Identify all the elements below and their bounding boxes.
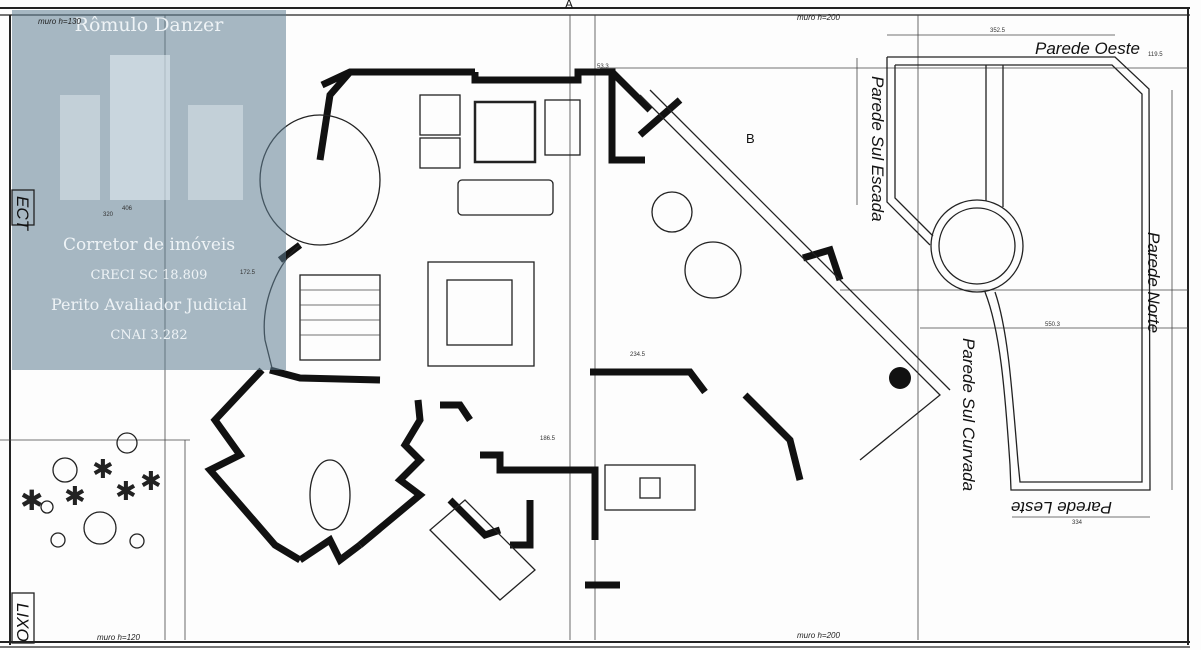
pool-label-oeste: Parede Oeste bbox=[1035, 39, 1140, 58]
section-marker-b: B bbox=[746, 131, 755, 146]
house-outlines bbox=[259, 89, 951, 601]
house-walls bbox=[204, 68, 844, 589]
dim-pool-top: 352.5 bbox=[990, 28, 1006, 34]
label-wall-top: muro h=200 bbox=[797, 13, 840, 22]
watermark-creci: CRECI SC 18.809 bbox=[90, 268, 208, 283]
building-logo bbox=[48, 50, 248, 200]
tree-icon bbox=[889, 367, 911, 389]
svg-text:✱: ✱ bbox=[115, 476, 137, 506]
watermark-cnai: CNAI 3.282 bbox=[110, 328, 188, 343]
dim-pool-bottom: 334 bbox=[1072, 520, 1083, 526]
watermark-name: Rômulo Danzer bbox=[74, 14, 224, 36]
site-boundary bbox=[0, 7, 1190, 648]
dim-pool-mid: 550.3 bbox=[1045, 322, 1061, 328]
dim-kitchen: 234.5 bbox=[630, 352, 646, 358]
label-wall-bottom-left: muro h=120 bbox=[97, 633, 140, 642]
label-lixo: LIXO bbox=[13, 603, 32, 642]
watermark-overlay: Rômulo Danzer Corretor de imóveis CRECI … bbox=[12, 10, 286, 370]
label-wall-bottom-right: muro h=200 bbox=[797, 631, 840, 640]
pool-label-sul-curvada: Parede Sul Curvada bbox=[959, 338, 978, 491]
watermark-perito: Perito Avaliador Judicial bbox=[50, 295, 248, 314]
pool-label-sul-escada: Parede Sul Escada bbox=[868, 76, 887, 222]
svg-text:✱: ✱ bbox=[20, 485, 43, 516]
section-marker-a: A bbox=[565, 0, 573, 11]
dim-wc: 53.3 bbox=[597, 64, 609, 70]
svg-text:✱: ✱ bbox=[92, 454, 114, 484]
dim-pool-corner: 119.5 bbox=[1148, 52, 1163, 58]
pool-label-leste: Parede Leste bbox=[1011, 498, 1112, 517]
pool-label-norte: Parede Norte bbox=[1144, 232, 1163, 333]
pool bbox=[856, 34, 1173, 518]
dim-hall: 186.5 bbox=[540, 436, 556, 442]
garden-plants: ✱✱ ✱✱ ✱ bbox=[20, 432, 162, 549]
svg-text:✱: ✱ bbox=[140, 466, 162, 496]
svg-text:✱: ✱ bbox=[64, 481, 86, 511]
watermark-role: Corretor de imóveis bbox=[62, 235, 236, 255]
